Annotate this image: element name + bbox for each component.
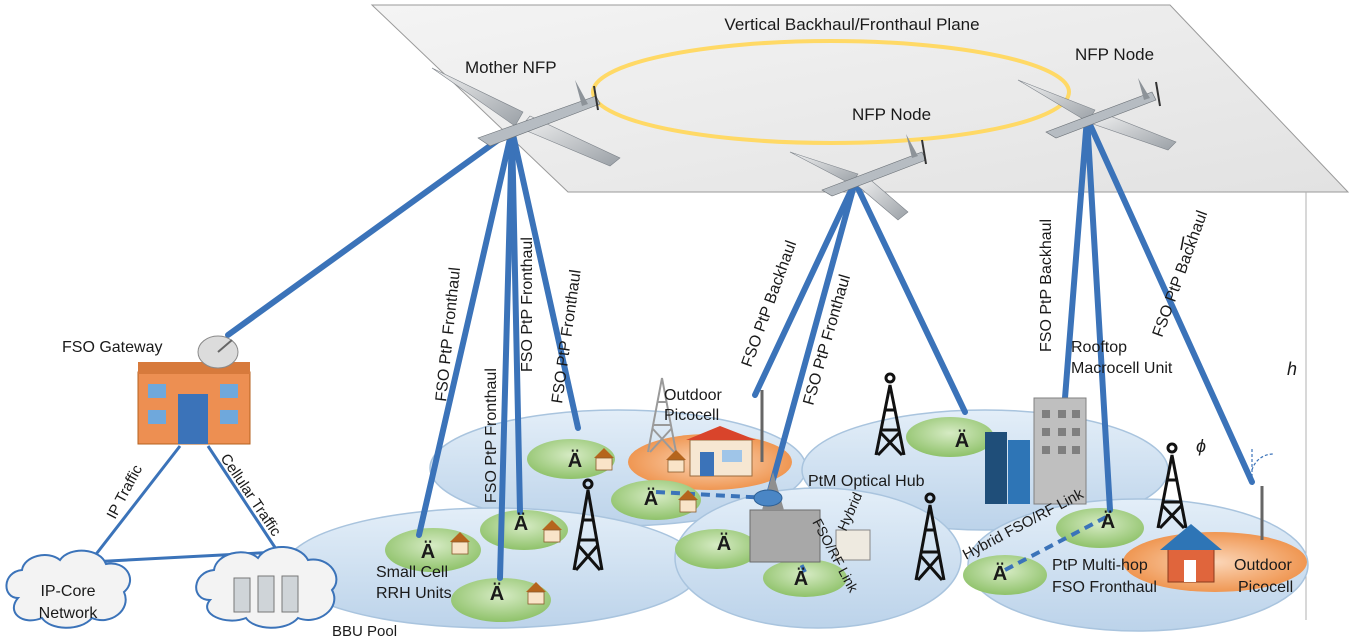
mother-nfp-aircraft [431, 67, 621, 167]
small-cell-label-2: RRH Units [376, 585, 452, 602]
skyscrapers [985, 397, 1087, 505]
houses [450, 448, 698, 605]
church-building [749, 472, 871, 563]
antenna-icon: Ä [490, 582, 504, 605]
small-cell-7 [675, 529, 759, 569]
lattice-towers [572, 372, 1188, 581]
house-icon [526, 582, 546, 605]
antenna-icon: Ä [1101, 510, 1115, 533]
antenna-icon: Ä [993, 562, 1007, 585]
optical-hub-icon [753, 489, 783, 507]
antenna-icon: Ä [421, 540, 435, 563]
fronthaul-label-3: FSO PtP Fronthaul [519, 237, 536, 372]
ip-traffic-label: IP Traffic [104, 462, 147, 522]
fronthaul-link-3 [509, 127, 523, 515]
tower-4 [1156, 442, 1188, 530]
outdoor-picocell-top-2: Picocell [664, 407, 719, 424]
tower-1 [572, 478, 604, 571]
symbol-h: h [1287, 359, 1297, 379]
antenna-icon: Ä [514, 512, 528, 535]
backhaul-link-center-2 [765, 179, 858, 501]
backhaul-link-right-3 [1084, 115, 1255, 485]
bbu-pool-label: BBU Pool [332, 623, 397, 640]
gateway-link [225, 127, 515, 338]
antenna-icon: Ä [644, 487, 658, 510]
antenna-icon: Ä [955, 429, 969, 452]
nfp-node-center-label: NFP Node [852, 105, 931, 124]
symbol-l: l [1180, 234, 1185, 254]
small-cell-8 [763, 559, 847, 597]
backhaul-link-center-3 [852, 179, 968, 415]
cellular-traffic-label: Cellular Traffic [217, 451, 285, 540]
house-icon [450, 532, 470, 555]
fronthaul-label-1: FSO PtP Fronthaul [433, 267, 464, 403]
fronthaul-label-2: FSO PtP Fronthaul [483, 368, 500, 503]
backhaul-link-center-1 [752, 179, 858, 398]
small-cell-10 [1056, 508, 1144, 548]
house-icon [678, 490, 698, 513]
fronthaul-link-2 [497, 127, 515, 581]
multihop-label-2: FSO Fronthaul [1052, 579, 1157, 596]
small-cell-1 [527, 439, 615, 479]
multihop-label-1: PtP Multi-hop [1052, 557, 1148, 574]
outdoor-picocell-right-1: Outdoor [1234, 557, 1292, 574]
backhaul-link-right-1 [1062, 115, 1090, 401]
picocell-poles [760, 390, 1264, 540]
antenna-icon: Ä [794, 567, 808, 590]
fronthaul-label-4: FSO PtP Fronthaul [549, 269, 585, 405]
backhaul-link-right-2 [1084, 115, 1113, 513]
outdoor-picocell-top-1: Outdoor [664, 387, 722, 404]
ip-core-cloud [5, 549, 131, 629]
blue-house [1160, 524, 1222, 583]
antenna-icon: Ä [568, 449, 582, 472]
mother-nfp-label: Mother NFP [465, 58, 557, 77]
small-cell-6 [451, 578, 551, 622]
plane-title: Vertical Backhaul/Fronthaul Plane [724, 15, 979, 34]
fso-gateway-label: FSO Gateway [62, 339, 162, 356]
fso-gateway-building [137, 335, 251, 445]
tower-3 [914, 492, 946, 581]
house-icon [542, 520, 562, 543]
nfp-node-center-aircraft [789, 134, 927, 221]
fso-links [225, 115, 1255, 581]
grey-tower [647, 377, 677, 453]
fronthaul-link-4 [509, 127, 581, 431]
backhaul-label-center: FSO PtP Backhaul [739, 238, 801, 369]
ip-core-label-2: Network [39, 605, 99, 622]
small-cell-label-1: Small Cell [376, 564, 448, 581]
angle-arc [1251, 448, 1275, 482]
bbu-cloud [195, 545, 338, 629]
nfp-node-right-label: NFP Node [1075, 45, 1154, 64]
small-cell-2 [611, 480, 701, 520]
ip-core-label-1: IP-Core [40, 583, 95, 600]
house-icon [594, 448, 614, 471]
fronthaul-link-1 [416, 127, 515, 538]
nfp-node-right-aircraft [1017, 78, 1177, 151]
backhaul-label-right-1: FSO PtP Backhaul [1038, 219, 1055, 352]
tower-2 [874, 372, 906, 457]
rooftop-label-1: Rooftop [1071, 339, 1127, 356]
antenna-icon: Ä [717, 532, 731, 555]
house-icon [666, 450, 686, 473]
small-cell-3 [906, 417, 994, 457]
outdoor-picocell-right-2: Picocell [1238, 579, 1293, 596]
symbol-phi: ϕ [1196, 436, 1206, 456]
small-cell-9 [963, 555, 1047, 595]
antenna-markers: Ä Ä Ä Ä Ä Ä Ä Ä Ä Ä [421, 429, 1115, 605]
ptm-optical-hub-label: PtM Optical Hub [808, 473, 925, 490]
rooftop-label-2: Macrocell Unit [1071, 360, 1173, 377]
backhaul-plane [370, 4, 1350, 620]
shop-building [686, 426, 756, 477]
